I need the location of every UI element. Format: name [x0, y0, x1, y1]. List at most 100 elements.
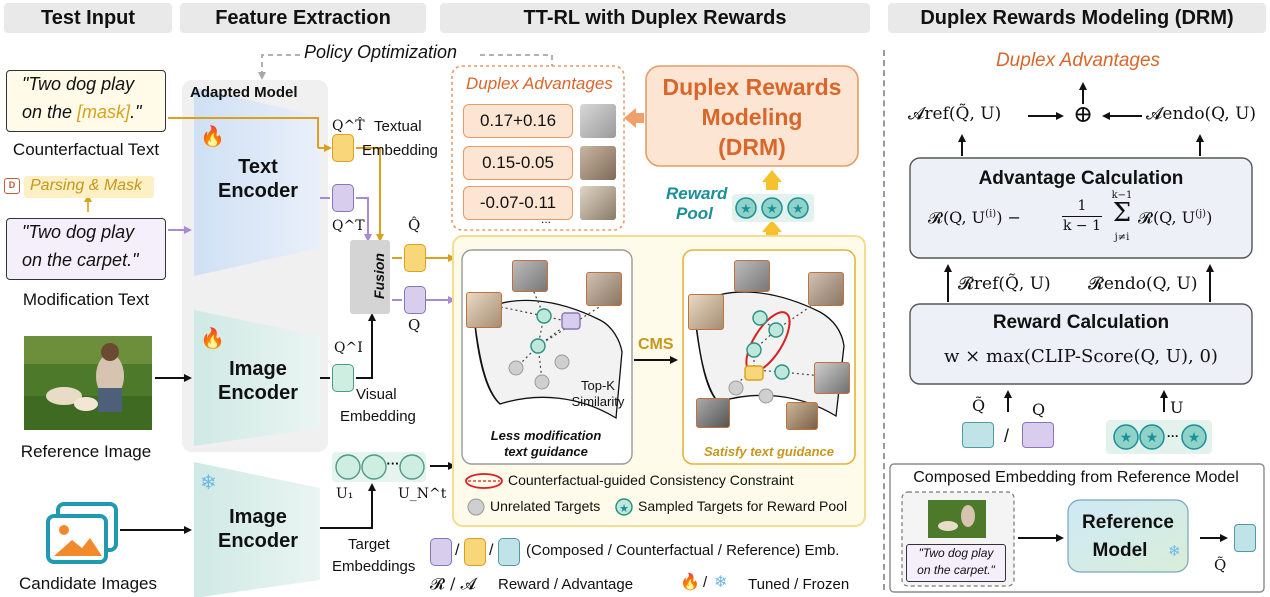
svg-text:★: ★: [792, 201, 804, 216]
fusion-block: [350, 240, 390, 314]
advantage-ellipsis: ...: [540, 212, 552, 226]
header-test-input: Test Input: [4, 3, 172, 33]
drm-composed-token: [1022, 422, 1054, 448]
counterfactual-line-1: "Two dog play: [22, 74, 135, 94]
q-i-label: Q^I: [334, 340, 363, 356]
cms-label: CMS: [638, 336, 674, 353]
drm-q-tilde-label: Q̃: [972, 396, 986, 415]
legend-slash-2: /: [489, 542, 494, 559]
header-drm: Duplex Rewards Modeling (DRM): [888, 3, 1266, 33]
image-encoder-a-label-1: Image: [229, 358, 287, 380]
policy-optimization-label: Policy Optimization: [304, 42, 458, 62]
reward-calc-title: Reward Calculation: [992, 312, 1170, 333]
r-endo-label: 𝓡endo(Q, U): [1088, 274, 1198, 294]
legend-snowflake-icon: ❄: [714, 574, 728, 591]
formula-part-b: ) −: [996, 208, 1021, 227]
sum-bottom: j≠i: [1114, 232, 1130, 243]
svg-text:★: ★: [766, 201, 778, 216]
legend-slash-3: /: [703, 574, 708, 591]
less-mod-label-1: Less modification: [490, 428, 602, 443]
target-embeddings-1: Target: [348, 536, 390, 553]
fire-icon-image: 🔥: [200, 328, 225, 350]
drm-box-line-2: Modeling: [701, 104, 803, 130]
frac-den: k − 1: [1062, 218, 1102, 234]
counterfactual-line-2-a: on the: [22, 102, 78, 122]
q-t-hat-label: Q^T̂: [332, 118, 365, 134]
modification-text-card: [6, 218, 166, 280]
modification-line-2: on the carpet.": [22, 250, 139, 270]
svg-text:★: ★: [1146, 429, 1159, 445]
candidate-label: Candidate Images: [19, 574, 157, 593]
legend-ra-text: Reward / Advantage: [498, 576, 634, 593]
textual-embedding-2: Embedding: [362, 142, 438, 159]
a-ref-label: 𝓐ref(Q̃, U): [908, 104, 1002, 124]
legend-cgcc: Counterfactual-guided Consistency Constr…: [508, 472, 794, 488]
satisfy-label: Satisfy text guidance: [703, 444, 835, 459]
composed-text-1: "Two dog play: [918, 546, 994, 560]
q-token: [404, 286, 426, 314]
q-tilde-output-token: [1234, 524, 1256, 552]
section-divider: [883, 50, 885, 590]
legend-sampled: Sampled Targets for Reward Pool: [638, 498, 848, 514]
svg-text:★: ★: [1120, 429, 1133, 445]
svg-text:★: ★: [619, 503, 629, 515]
q-hat-token: [404, 244, 426, 272]
legend-reference-token: [498, 538, 520, 566]
q-hat-label: Q̂: [408, 216, 421, 234]
composed-text-2: on the carpet.": [917, 563, 995, 577]
drm-box-line-1: Duplex Rewards: [662, 74, 842, 100]
candidate-images-icon: [46, 502, 118, 564]
composed-title: Composed Embedding from Reference Model: [913, 469, 1239, 486]
advantage-calc-title: Advantage Calculation: [978, 168, 1184, 189]
reward-formula: w × max(CLIP-Score(Q, U), 0): [944, 346, 1218, 367]
reward-pool-stars: ★ ★ ★: [735, 197, 809, 219]
fusion-label: Fusion: [370, 253, 387, 299]
image-encoder-b-label-2: Encoder: [217, 530, 299, 552]
candidate-thumb-3: [580, 186, 616, 220]
duplex-advantages-title: Duplex Advantages: [466, 74, 613, 93]
advantage-value-1: 0.17+0.16: [463, 104, 573, 138]
parsing-label: Parsing & Mask: [30, 177, 143, 194]
image-encoder-b-label-1: Image: [229, 506, 287, 528]
advantage-value-3: -0.07-0.11: [463, 186, 573, 220]
photo-left-1: [512, 260, 548, 292]
q-label: Q: [408, 316, 421, 334]
composed-ref-photo: [928, 500, 986, 538]
counterfactual-label: Counterfactual Text: [12, 140, 160, 159]
frac-num: 1: [1077, 198, 1087, 214]
legend-emb: (Composed / Counterfactual / Reference) …: [526, 542, 840, 559]
drm-duplex-advantages: Duplex Advantages: [995, 50, 1161, 71]
formula-part-d: ): [1206, 208, 1213, 227]
q-t-label: Q^T: [332, 218, 365, 234]
reference-model-snowflake-icon: ❄: [1168, 543, 1181, 560]
image-encoder-a-label-2: Encoder: [217, 382, 299, 404]
legend-composed-token: [430, 538, 452, 566]
legend-counterfactual-token: [464, 538, 486, 566]
text-encoder-label-2: Encoder: [217, 180, 299, 202]
q-tilde-output-label: Q̃: [1214, 556, 1227, 574]
sum-top: k−1: [1111, 190, 1133, 201]
svg-text:★: ★: [740, 201, 752, 216]
reference-label: Reference Image: [20, 442, 152, 461]
reference-image: [24, 336, 152, 430]
mask-token: [mask]: [77, 102, 131, 122]
formula-part-a: 𝓡(Q, U: [928, 208, 986, 227]
advantage-formula-tail: 𝓡(Q, U(j)): [1138, 208, 1212, 228]
a-endo-label: 𝓐endo(Q, U): [1146, 104, 1257, 124]
photo-right-6: [786, 402, 818, 430]
legend-ra-symbols: 𝓡 / 𝓐: [430, 574, 476, 593]
modification-text-token: [332, 184, 354, 212]
candidate-thumb-2: [580, 146, 616, 180]
photo-right-2: [688, 294, 724, 330]
modification-line-1: "Two dog play: [22, 222, 135, 242]
photo-right-4: [814, 362, 850, 394]
formula-part-c: 𝓡(Q, U: [1138, 208, 1196, 227]
photo-right-3: [808, 272, 844, 306]
composed-text-card: [906, 544, 1006, 582]
reference-model-1: Reference: [1082, 512, 1174, 533]
counterfactual-text-card: [6, 70, 166, 132]
legend-tuned-frozen: Tuned / Frozen: [748, 576, 850, 593]
target-embeddings-2: Embeddings: [332, 558, 416, 575]
u1-label: U₁: [336, 486, 354, 502]
